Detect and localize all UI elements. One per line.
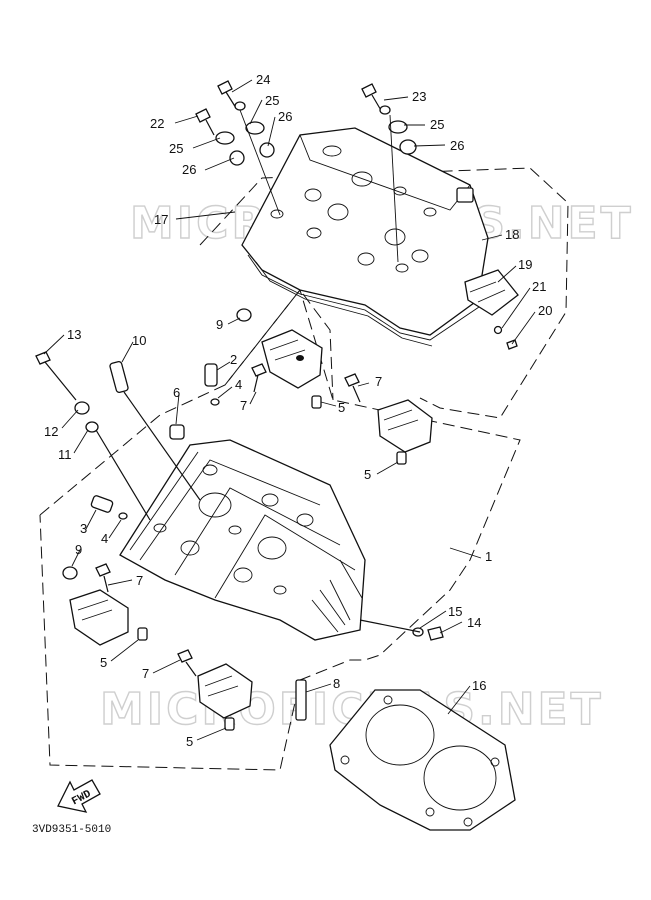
stud-bolt-13 xyxy=(35,351,151,521)
bolt-14 xyxy=(427,626,444,641)
fwd-arrow-icon: FWD xyxy=(57,779,101,813)
callout-1: 1 xyxy=(485,549,492,564)
washer-25c xyxy=(388,120,408,134)
callout-24: 24 xyxy=(256,72,270,87)
callout-9-top: 9 xyxy=(216,317,223,332)
callout-15: 15 xyxy=(448,604,462,619)
dowel-5c xyxy=(137,627,148,641)
spark-plug xyxy=(109,360,201,501)
callout-20: 20 xyxy=(538,303,552,318)
drawing-code: 3VD9351-5010 xyxy=(32,824,111,836)
callout-4-left: 4 xyxy=(101,531,108,546)
callout-21: 21 xyxy=(532,279,546,294)
cover-bolt-23 xyxy=(361,83,391,115)
dowel-5a xyxy=(311,395,322,409)
callout-5a: 5 xyxy=(338,400,345,415)
callout-7b: 7 xyxy=(375,374,382,389)
washer-25a xyxy=(245,121,265,135)
callout-7c: 7 xyxy=(136,573,143,588)
cover-bolt-22 xyxy=(195,108,215,136)
washer-25b xyxy=(215,131,235,145)
callout-25b: 25 xyxy=(169,141,183,156)
callout-13: 13 xyxy=(67,327,81,342)
callout-26a: 26 xyxy=(278,109,292,124)
callout-26c: 26 xyxy=(450,138,464,153)
breather-assembly xyxy=(464,269,519,350)
stud-8 xyxy=(295,679,307,721)
callout-22: 22 xyxy=(150,116,164,131)
bolt-axis-right xyxy=(389,114,399,263)
callout-23: 23 xyxy=(412,89,426,104)
rocker-cap-left xyxy=(69,589,129,646)
head-gasket xyxy=(329,689,516,831)
callout-4-top: 4 xyxy=(235,377,242,392)
callout-10: 10 xyxy=(132,333,146,348)
callout-3: 3 xyxy=(80,521,87,536)
callout-17: 17 xyxy=(154,212,168,227)
sensor-2 xyxy=(204,363,218,387)
dowel-5b xyxy=(396,451,407,465)
grommet-26c xyxy=(399,139,417,155)
bolt-7c xyxy=(95,563,111,577)
callout-19: 19 xyxy=(518,257,532,272)
cover-bolt-24 xyxy=(217,80,246,111)
callout-25c: 25 xyxy=(430,117,444,132)
sensor-3 xyxy=(90,495,114,513)
plug-9-left xyxy=(62,566,78,580)
cylinder-head-cover xyxy=(241,127,489,347)
callout-18: 18 xyxy=(505,227,519,242)
callout-26b: 26 xyxy=(182,162,196,177)
rocker-cap-bottom xyxy=(197,663,253,719)
washer-11 xyxy=(85,421,99,433)
callout-7a: 7 xyxy=(240,398,247,413)
callout-9-left: 9 xyxy=(75,542,82,557)
ring-4-left xyxy=(118,512,128,520)
grommet-26a xyxy=(259,142,275,158)
callout-8: 8 xyxy=(333,676,340,691)
callout-5c: 5 xyxy=(100,655,107,670)
callout-7d: 7 xyxy=(142,666,149,681)
callout-25a: 25 xyxy=(265,93,279,108)
callout-14: 14 xyxy=(467,615,481,630)
rocker-cap-right xyxy=(377,399,433,453)
cylinder-head xyxy=(119,439,366,641)
callout-11: 11 xyxy=(58,447,72,462)
callout-16: 16 xyxy=(472,678,486,693)
callout-12: 12 xyxy=(44,424,58,439)
callout-5b: 5 xyxy=(364,467,371,482)
leader-lines xyxy=(43,79,536,741)
bolt-7a xyxy=(251,363,267,377)
callout-2: 2 xyxy=(230,352,237,367)
bolt-axis-left xyxy=(239,109,281,216)
callout-5d: 5 xyxy=(186,734,193,749)
rocker-cap-left-outline xyxy=(224,289,334,401)
cap-6 xyxy=(169,424,185,440)
ring-4-top xyxy=(210,398,220,406)
head-group-outline xyxy=(39,288,521,771)
grommet-26b xyxy=(229,150,245,166)
callout-6: 6 xyxy=(173,385,180,400)
dowel-5d xyxy=(224,717,235,731)
rocker-cap-top xyxy=(261,329,323,389)
bolt-7d xyxy=(177,649,193,663)
plug-9-top xyxy=(236,308,252,322)
bolt-7b xyxy=(344,373,360,387)
washer-12 xyxy=(74,401,90,415)
